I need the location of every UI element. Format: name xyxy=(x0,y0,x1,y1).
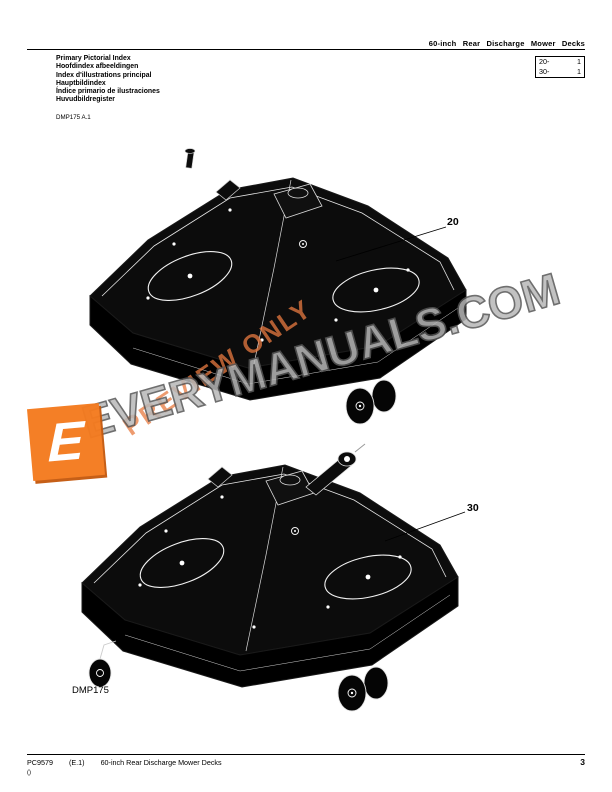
logo-letter: E xyxy=(47,410,85,474)
everymanuals-logo-icon: E xyxy=(26,402,106,482)
table-row: 30- 1 xyxy=(536,67,584,77)
mower-deck-figure-20 xyxy=(89,148,467,425)
index-title-sv: Huvudbildregister xyxy=(56,96,115,104)
table-row: 20- 1 xyxy=(536,57,584,67)
page-reference-table: 20- 1 30- 1 xyxy=(535,56,585,78)
item-qty: 1 xyxy=(577,67,581,76)
index-ref-code: DMP175 A.1 xyxy=(56,113,91,121)
index-title-es: Índice primario de ilustraciones xyxy=(56,88,160,96)
index-title-fr: Index d'illustrations principal xyxy=(56,71,152,79)
figure-caption: DMP175 xyxy=(72,685,109,696)
index-title-de: Hauptbildindex xyxy=(56,79,106,87)
index-title-nl: Hoofdindex afbeeldingen xyxy=(56,63,139,71)
page-number: 3 xyxy=(580,757,585,767)
callout-label-30: 30 xyxy=(467,502,479,514)
pictorial-index-block: Primary Pictorial Index Hoofdindex afbee… xyxy=(56,55,160,122)
footer: PC9579 (E.1) 60-inch Rear Discharge Mowe… xyxy=(27,757,585,767)
callout-leader-30 xyxy=(384,511,466,542)
page-header-title: 60-inch Rear Discharge Mower Decks xyxy=(428,39,585,48)
callout-label-20: 20 xyxy=(447,216,459,228)
footer-doc-code: PC9579 xyxy=(27,758,53,767)
header-rule xyxy=(27,49,585,50)
item-number: 20- xyxy=(539,57,550,66)
footer-title: 60-inch Rear Discharge Mower Decks xyxy=(100,758,222,767)
footer-note: () xyxy=(27,770,31,776)
mower-deck-figure-30 xyxy=(81,443,466,712)
footer-rule xyxy=(27,754,585,755)
item-qty: 1 xyxy=(577,57,581,66)
footer-edition: (E.1) xyxy=(68,758,85,767)
item-number: 30- xyxy=(539,67,550,76)
index-title-en: Primary Pictorial Index xyxy=(56,55,131,62)
callout-leader-20 xyxy=(335,226,447,262)
